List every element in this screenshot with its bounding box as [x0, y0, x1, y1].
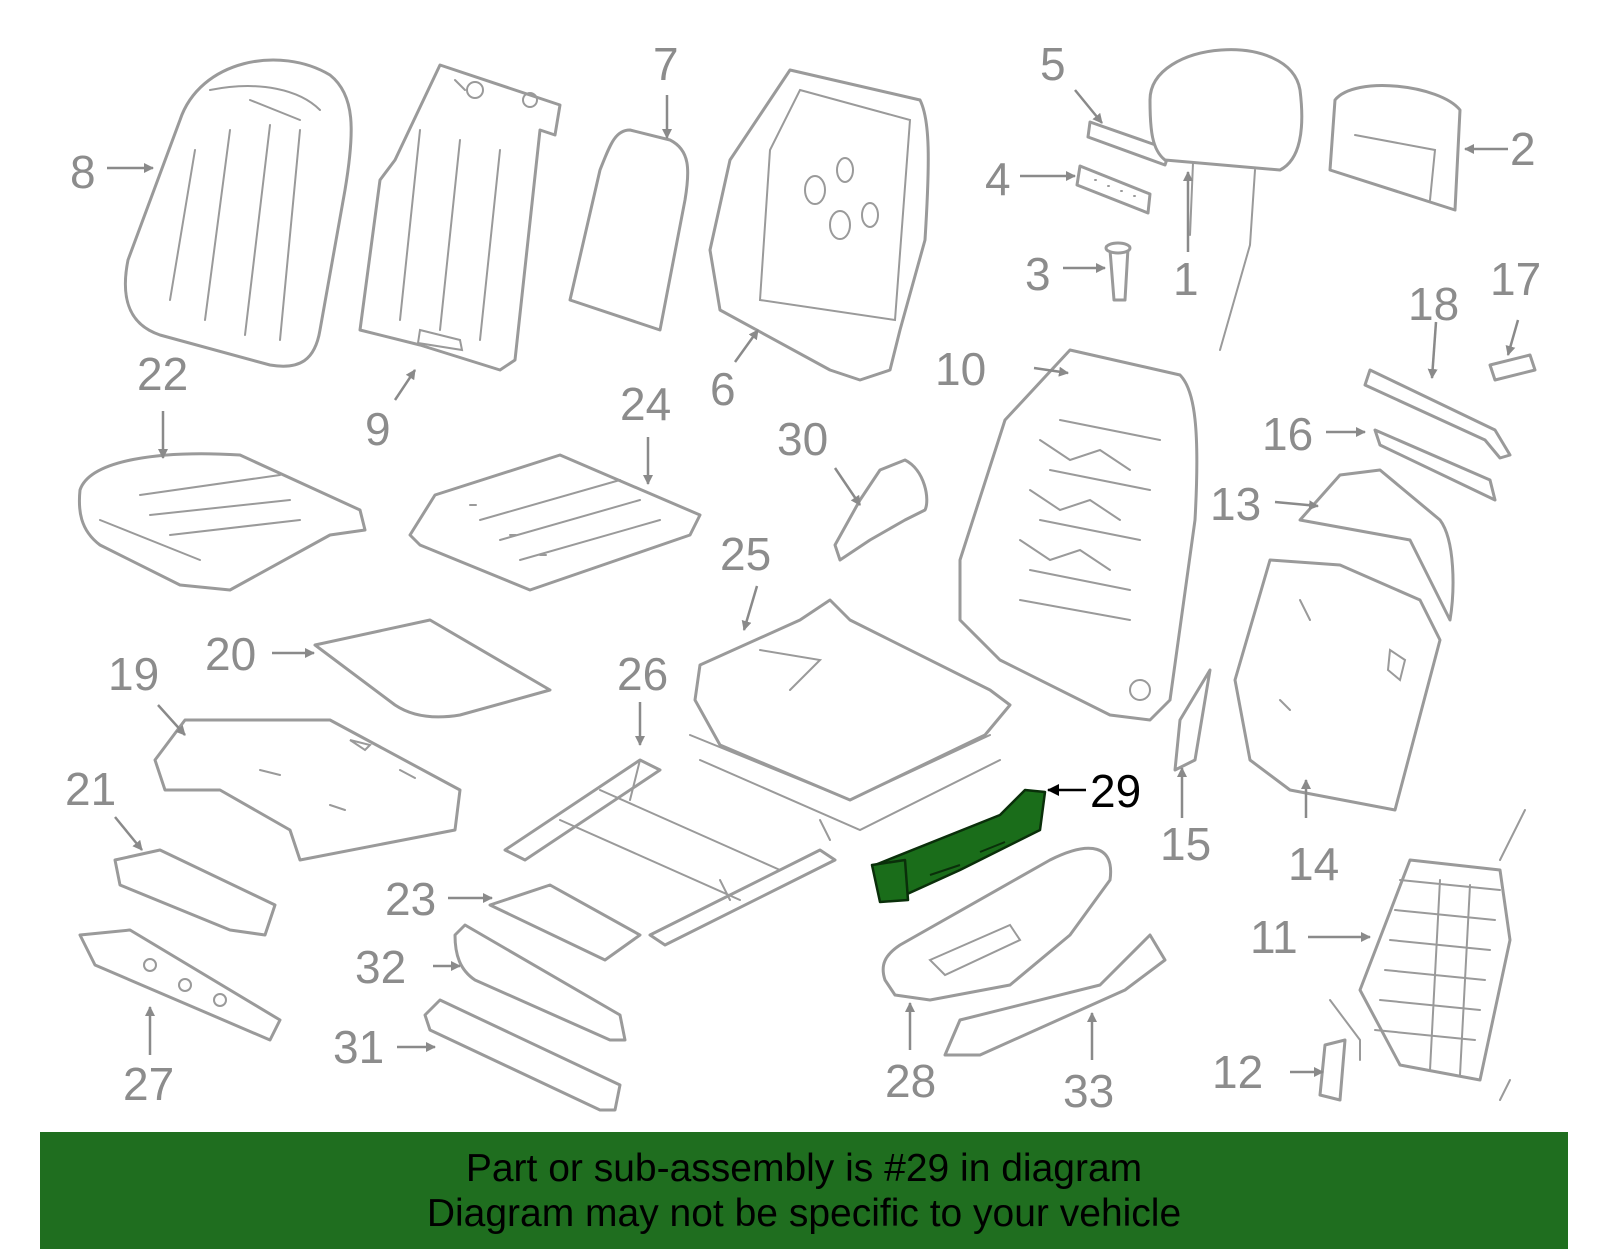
callout-13: 13: [1210, 478, 1261, 530]
callout-9: 9: [365, 403, 391, 455]
part-2-headrest-cover: [1328, 84, 1462, 212]
part-6-backrest-shell: [708, 68, 930, 382]
part-19-seat-cushion: [153, 718, 462, 862]
callout-28: 28: [885, 1055, 936, 1107]
callout-29: 29: [1090, 765, 1141, 817]
part-18-trim-rail: [1363, 368, 1512, 460]
callout-21: 21: [65, 763, 116, 815]
part-33-lower-trim: [943, 933, 1167, 1057]
part-29-highlighted-bracket: [870, 788, 1047, 904]
part-5-bracket: [1086, 120, 1172, 167]
callout-10: 10: [935, 343, 986, 395]
callout-23: 23: [385, 873, 436, 925]
callout-25: 25: [720, 528, 771, 580]
callout-8: 8: [70, 146, 96, 198]
callout-22: 22: [137, 348, 188, 400]
part-9-backrest-pad: [358, 63, 562, 372]
part-4-bracket: [1075, 164, 1152, 215]
callout-2: 2: [1510, 123, 1536, 175]
banner-part-note: Part or sub-assembly is #29 in diagram: [465, 1147, 1143, 1190]
part-1-headrest: [1148, 48, 1304, 351]
part-30-bracket: [833, 458, 929, 562]
info-banner: Part or sub-assembly is #29 in diagram D…: [40, 1132, 1568, 1249]
callout-30: 30: [777, 413, 828, 465]
part-3-guide-sleeve: [1104, 241, 1132, 302]
callout-16: 16: [1262, 408, 1313, 460]
leader-lines: [107, 89, 1520, 1077]
part-23-pad: [488, 883, 642, 962]
callout-5: 5: [1040, 38, 1066, 90]
part-24-seat-pan: [408, 453, 702, 592]
callout-31: 31: [333, 1021, 384, 1073]
part-31-trim-bar: [423, 998, 622, 1112]
callout-12: 12: [1212, 1046, 1263, 1098]
callout-6: 6: [710, 363, 736, 415]
part-17-clip: [1488, 353, 1537, 382]
callout-11: 11: [1250, 911, 1298, 963]
part-7-foam-sheet: [568, 128, 690, 332]
part-12-clip: [1318, 1038, 1347, 1102]
callout-33: 33: [1063, 1065, 1114, 1117]
part-16-strip: [1373, 428, 1497, 502]
part-28-side-shield: [881, 846, 1113, 1002]
callout-18: 18: [1408, 278, 1459, 330]
callout-24: 24: [620, 378, 671, 430]
callout-20: 20: [205, 628, 256, 680]
part-32-trim: [453, 923, 627, 1042]
callout-4: 4: [985, 153, 1011, 205]
part-26-rail-assembly: [503, 758, 837, 947]
part-20-foam-pad: [313, 618, 552, 719]
callout-17: 17: [1490, 253, 1541, 305]
callout-labels: 8 9 7 6 5 4 1 2 3 17 18 16 10 13 22 24 3…: [65, 38, 1541, 1117]
callout-19: 19: [108, 648, 159, 700]
callout-27: 27: [123, 1058, 174, 1110]
callout-14: 14: [1288, 838, 1339, 890]
part-22-seat-cover: [77, 452, 367, 592]
callout-7: 7: [653, 38, 679, 90]
callout-1: 1: [1173, 253, 1199, 305]
part-14-back-panel: [1233, 558, 1442, 812]
banner-vehicle-disclaimer: Diagram may not be specific to your vehi…: [426, 1192, 1182, 1235]
part-21-foam-block: [113, 848, 277, 937]
part-13-side-panel: [1298, 468, 1455, 622]
part-15-small-trim: [1173, 668, 1212, 772]
part-25-seat-frame: [689, 598, 1012, 841]
part-8-backrest-cover: [123, 58, 353, 368]
part-27-plate: [78, 928, 282, 1042]
callout-26: 26: [617, 648, 668, 700]
part-10-backrest-frame: [958, 348, 1199, 722]
callout-15: 15: [1160, 818, 1211, 870]
part-11-spring-mat: [1329, 809, 1526, 1101]
callout-3: 3: [1025, 248, 1051, 300]
callout-32: 32: [355, 941, 406, 993]
